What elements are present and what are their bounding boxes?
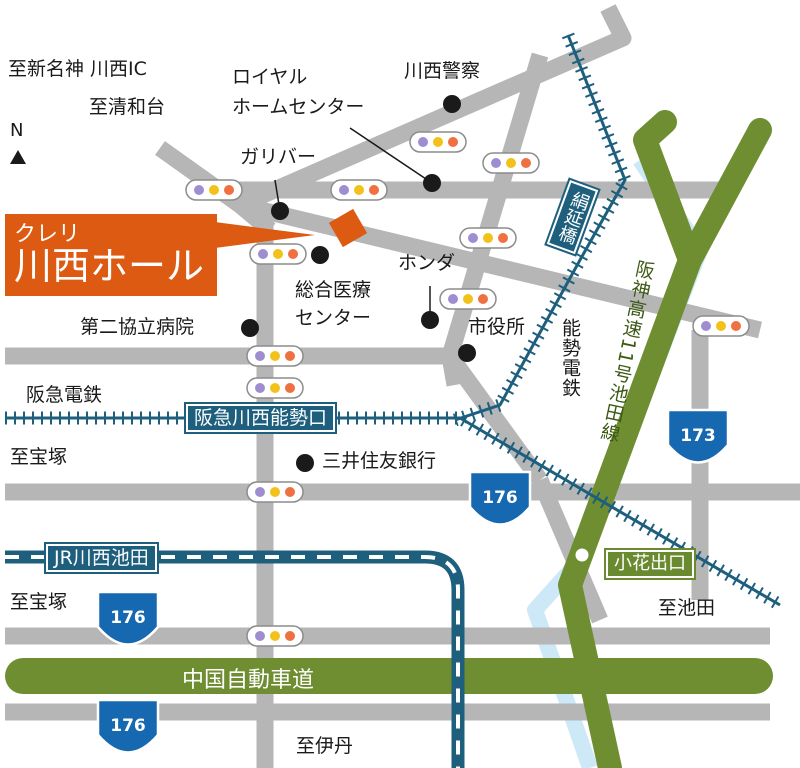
landmark-honda: ホンダ [398, 252, 456, 274]
route-176-number-1: 176 [482, 488, 518, 508]
north-arrow-icon [10, 150, 26, 164]
route-173-shield: 173 [668, 410, 728, 470]
route-176-shield-1: 176 [470, 472, 530, 532]
route-176-shield-2: 176 [98, 592, 158, 652]
landmark-medical-center: 総合医療 センター [295, 279, 372, 329]
route-176-shield-3: 176 [98, 700, 158, 760]
venue-marker [328, 208, 368, 248]
north-label: N [10, 120, 24, 141]
chugoku-expressway [5, 658, 773, 694]
police-dot [443, 95, 461, 113]
landmark-police: 川西警察 [404, 60, 481, 82]
railway-nose-label: 能勢電鉄 [559, 318, 581, 398]
venue-name-line-1: クレリ [14, 222, 81, 247]
direction-ikeda: 至池田 [658, 597, 716, 619]
station-jr-kawanishi-ikeda: JR川西池田 [46, 544, 157, 572]
landmark-gulliver: ガリバー [240, 146, 317, 168]
route-shields [96, 408, 730, 754]
direction-seiwadai: 至清和台 [89, 96, 166, 118]
koka-exit-marker [572, 545, 592, 565]
expressway-chugoku-label: 中国自動車道 [182, 668, 315, 693]
direction-takarazuka-2: 至宝塚 [10, 591, 68, 613]
direction-itami: 至伊丹 [296, 735, 354, 757]
cityhall-dot [458, 344, 476, 362]
leader-lines [274, 127, 433, 320]
station-hankyu-kawanishi-noseguchi: 阪急川西能勢口 [186, 404, 336, 432]
traffic-lights [185, 131, 750, 647]
road-network [5, 4, 800, 768]
route-176-number-3: 176 [110, 716, 146, 736]
medical-dot [311, 246, 329, 264]
landmark-bank: 三井住友銀行 [322, 450, 437, 472]
nose-railway [454, 34, 627, 422]
hanshin-expressway-branch [678, 118, 772, 272]
exit-koka-label: 小花出口 [606, 550, 694, 578]
direction-takarazuka-1: 至宝塚 [10, 446, 68, 468]
hospital-dot [241, 319, 259, 337]
landmark-hospital: 第二協立病院 [80, 316, 195, 338]
bank-dot [296, 454, 314, 472]
landmark-city-hall: 市役所 [468, 316, 526, 338]
venue-name-line-2: 川西ホール [14, 244, 205, 288]
landmark-royal-home-center: ロイヤル ホームセンター [232, 66, 365, 118]
route-173-number: 173 [680, 426, 716, 446]
venue-callout-box [5, 214, 217, 296]
venue-callout-pointer [215, 222, 315, 248]
direction-ic: 至新名神 川西IC [8, 58, 147, 80]
railway-hankyu-label: 阪急電鉄 [26, 384, 103, 406]
route-176-number-2: 176 [110, 608, 146, 628]
